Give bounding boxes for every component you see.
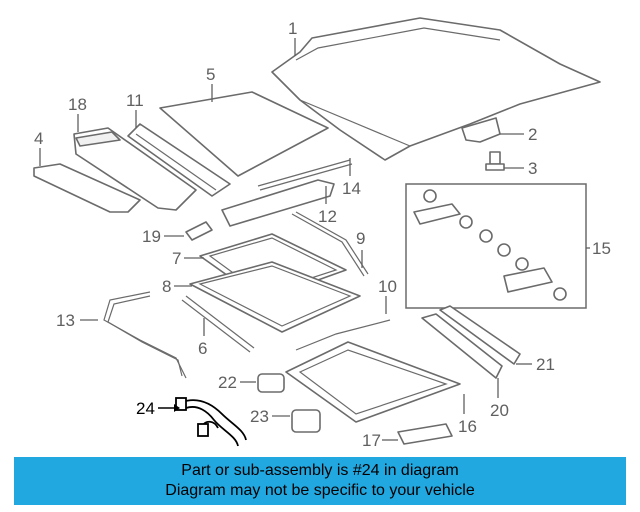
svg-text:12: 12 xyxy=(318,207,337,226)
callout-8: 8 xyxy=(162,277,192,296)
strip-10-part xyxy=(295,319,391,351)
block-23-part xyxy=(291,409,321,433)
svg-text:5: 5 xyxy=(206,65,215,84)
svg-text:3: 3 xyxy=(528,159,537,178)
callout-20: 20 xyxy=(490,378,509,420)
hardware-kit-15-part xyxy=(405,183,587,309)
roof-parts-diagram: 1 2 3 4 5 6 7 8 9 10 11 12 xyxy=(33,17,611,450)
svg-text:15: 15 xyxy=(592,239,611,258)
strip-9-part xyxy=(291,211,369,277)
banner-line-2: Diagram may not be specific to your vehi… xyxy=(165,482,475,499)
svg-text:6: 6 xyxy=(198,339,207,358)
callout-12: 12 xyxy=(318,186,337,226)
callout-4: 4 xyxy=(34,129,43,166)
rail-21-part xyxy=(439,305,521,365)
callout-5: 5 xyxy=(206,65,215,102)
svg-text:7: 7 xyxy=(172,249,181,268)
callout-16: 16 xyxy=(458,394,477,436)
svg-text:10: 10 xyxy=(378,277,397,296)
bracket-part xyxy=(461,117,501,143)
callout-11: 11 xyxy=(126,91,144,128)
strip-14-part xyxy=(257,159,353,191)
svg-text:1: 1 xyxy=(288,19,297,38)
callout-10: 10 xyxy=(378,277,397,314)
callout-13: 13 xyxy=(56,311,98,330)
callout-3: 3 xyxy=(504,159,537,178)
callout-15: 15 xyxy=(586,239,611,258)
wiring-harness-24-part xyxy=(175,397,247,447)
svg-text:11: 11 xyxy=(126,91,144,110)
guide-12-part xyxy=(221,179,335,227)
deflector-part xyxy=(33,163,141,213)
bolt-part xyxy=(485,151,505,171)
svg-text:8: 8 xyxy=(162,277,171,296)
svg-text:17: 17 xyxy=(362,431,381,450)
callout-24: 24 xyxy=(136,399,180,418)
svg-text:16: 16 xyxy=(458,417,477,436)
rail-20-part xyxy=(421,313,503,379)
seal-strip-6-part xyxy=(181,295,255,353)
svg-text:2: 2 xyxy=(528,125,537,144)
callout-6: 6 xyxy=(198,318,207,358)
callout-2: 2 xyxy=(500,125,537,144)
svg-text:22: 22 xyxy=(218,373,237,392)
svg-text:9: 9 xyxy=(356,229,365,248)
callout-22: 22 xyxy=(218,373,256,392)
svg-text:24: 24 xyxy=(136,399,155,418)
glass-panel-part xyxy=(159,91,329,177)
svg-text:13: 13 xyxy=(56,311,75,330)
frame-16-part xyxy=(285,341,461,423)
info-banner: Part or sub-assembly is #24 in diagram D… xyxy=(14,457,626,505)
callout-14: 14 xyxy=(342,158,361,198)
callout-1: 1 xyxy=(288,19,297,56)
clip-19-part xyxy=(185,221,213,241)
svg-text:4: 4 xyxy=(34,129,43,148)
block-22-part xyxy=(257,373,285,393)
banner-line-1: Part or sub-assembly is #24 in diagram xyxy=(181,462,459,479)
callout-18: 18 xyxy=(68,95,87,132)
callout-23: 23 xyxy=(250,407,290,426)
svg-text:20: 20 xyxy=(490,401,509,420)
svg-text:14: 14 xyxy=(342,179,361,198)
callout-17: 17 xyxy=(362,431,398,450)
roof-panel-part xyxy=(271,17,601,161)
handle-17-part xyxy=(397,423,453,445)
frame-8-part xyxy=(189,261,361,333)
svg-text:19: 19 xyxy=(142,227,161,246)
rail-18-part xyxy=(73,127,197,211)
svg-text:21: 21 xyxy=(536,355,555,374)
svg-text:18: 18 xyxy=(68,95,87,114)
cable-13-part xyxy=(103,291,187,379)
callout-7: 7 xyxy=(172,249,204,268)
callout-19: 19 xyxy=(142,227,184,246)
callout-21: 21 xyxy=(516,355,555,374)
svg-text:23: 23 xyxy=(250,407,269,426)
callout-9: 9 xyxy=(356,229,365,268)
